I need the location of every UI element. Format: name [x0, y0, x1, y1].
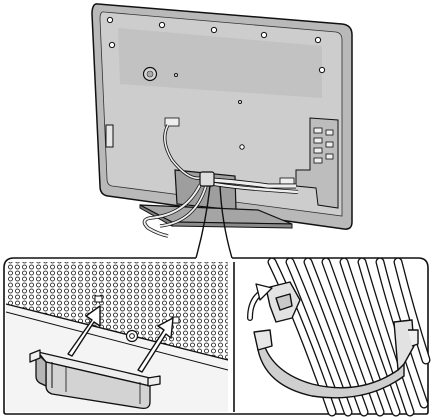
tv-rear-view [91, 3, 353, 238]
cable-bundle-closeup [267, 257, 431, 417]
cable-clip-bracket [29, 349, 161, 410]
detail-right-cable-clamp [247, 257, 431, 417]
insert-arrow-icon [67, 305, 174, 373]
screw-icons [106, 16, 326, 150]
perforated-panel [6, 262, 228, 360]
tv-back-recess [118, 28, 322, 98]
mid-connector-icon [164, 117, 180, 127]
clip-slot-left [94, 295, 103, 303]
side-port-icon [105, 124, 114, 148]
rotate-arrow-icon [247, 283, 273, 321]
detail-leader-lines [195, 185, 233, 259]
detail-left-clip-attach [5, 262, 229, 412]
clip-latch-open [265, 281, 301, 323]
terminal-jacks-icon [313, 127, 334, 164]
cable-clamp-band [253, 319, 419, 399]
cable-clip-small [199, 171, 215, 187]
